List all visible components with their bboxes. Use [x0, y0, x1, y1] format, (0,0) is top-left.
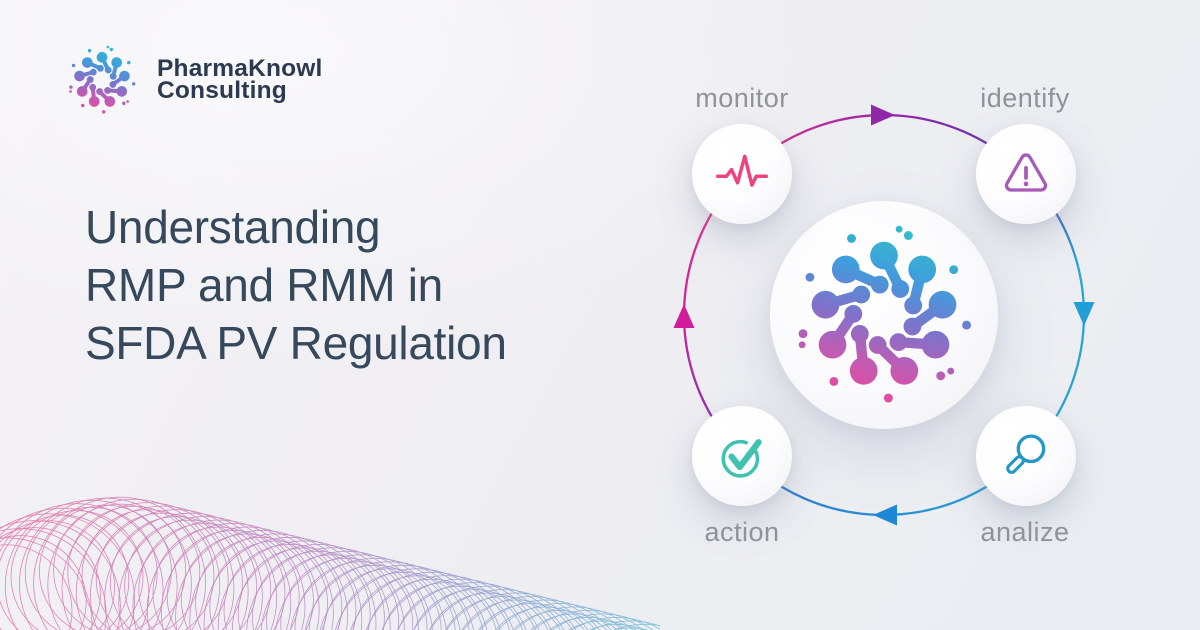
- step-label-monitor: monitor: [695, 83, 789, 113]
- page-title: Understanding RMP and RMM in SFDA PV Reg…: [85, 198, 507, 372]
- wave-mesh-decoration: [0, 496, 660, 630]
- node-identify: [976, 124, 1076, 224]
- title-line-1: Understanding: [85, 201, 381, 253]
- warning-triangle-icon: [1004, 153, 1048, 192]
- arrowhead-bottom-icon: [873, 504, 897, 526]
- step-label-analize: analize: [980, 517, 1070, 547]
- brand-name-line2: Consulting: [157, 77, 287, 104]
- pulse-icon: [715, 154, 769, 187]
- node-action: [692, 406, 792, 506]
- title-line-2: RMP and RMM in: [85, 259, 443, 311]
- brand-name-line1: PharmaKnowl: [157, 54, 323, 82]
- brand-name: PharmaKnowl Consulting: [157, 54, 323, 104]
- check-circle-icon: [721, 439, 762, 478]
- dot-cluster-logo-icon: [785, 216, 983, 414]
- step-label-action: action: [704, 517, 780, 547]
- arrowhead-right-icon: [1073, 302, 1095, 326]
- title-line-3: SFDA PV Regulation: [85, 317, 507, 369]
- step-label-identify: identify: [980, 83, 1070, 113]
- arrowhead-top-icon: [871, 104, 895, 126]
- dot-cluster-logo-icon: [64, 42, 140, 118]
- node-analize: [976, 406, 1076, 506]
- brand-block: PharmaKnowl Consulting: [64, 42, 323, 118]
- node-monitor: [692, 124, 792, 224]
- cycle-hub: [770, 201, 998, 429]
- arrowhead-left-icon: [673, 304, 695, 328]
- magnifier-icon: [1006, 434, 1046, 474]
